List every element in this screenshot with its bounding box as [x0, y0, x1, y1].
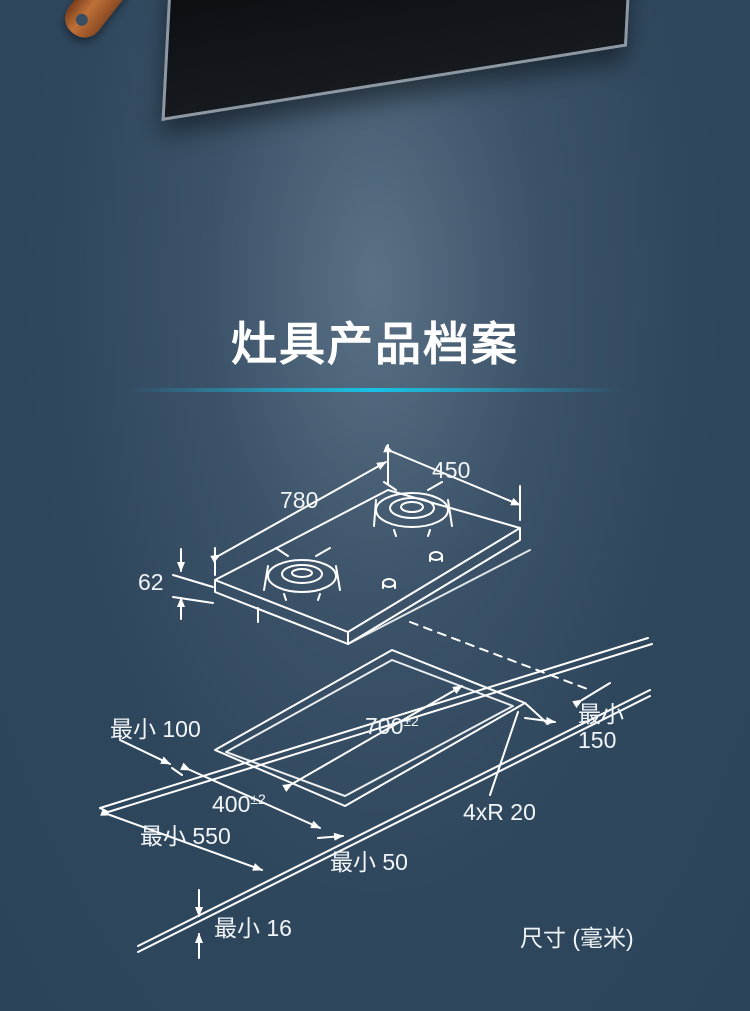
- min-right-label: 最小: [578, 701, 624, 727]
- title-divider: [128, 388, 622, 392]
- min-front-label: 最小 50: [330, 849, 408, 875]
- width-dimension-line: [383, 444, 521, 506]
- min-front-depth-label: 最小 550: [140, 823, 231, 849]
- burner-left-icon: [263, 547, 341, 601]
- cutout-width-tolerance: ±2: [250, 791, 266, 807]
- cutout-length-tolerance: ±2: [403, 713, 419, 729]
- cutout-length-value: 700: [365, 713, 403, 739]
- cutout-width-value: 400: [212, 791, 250, 817]
- min-thickness-label: 最小 16: [214, 915, 292, 941]
- width-label: 450: [432, 457, 470, 483]
- control-knob-icon: [382, 551, 443, 589]
- cooktop-outline: [214, 489, 531, 645]
- min-left-label: 最小 100: [110, 716, 201, 742]
- unit-note: 尺寸 (毫米): [520, 925, 634, 951]
- length-dimension-line: [210, 461, 387, 563]
- min-right-value: 150: [578, 727, 616, 753]
- cutout-length-label: 700±2: [365, 713, 419, 739]
- page-title: 灶具产品档案: [231, 317, 519, 371]
- height-label: 62: [138, 569, 164, 595]
- length-label: 780: [280, 487, 318, 513]
- countertop-outline: [99, 637, 653, 953]
- corner-radius-leader: [489, 711, 519, 796]
- corner-radius-label: 4xR 20: [463, 799, 536, 825]
- projection-line: [409, 621, 591, 691]
- cutout-width-dimension-line: [180, 762, 321, 829]
- cutout-width-label: 400±2: [212, 791, 266, 817]
